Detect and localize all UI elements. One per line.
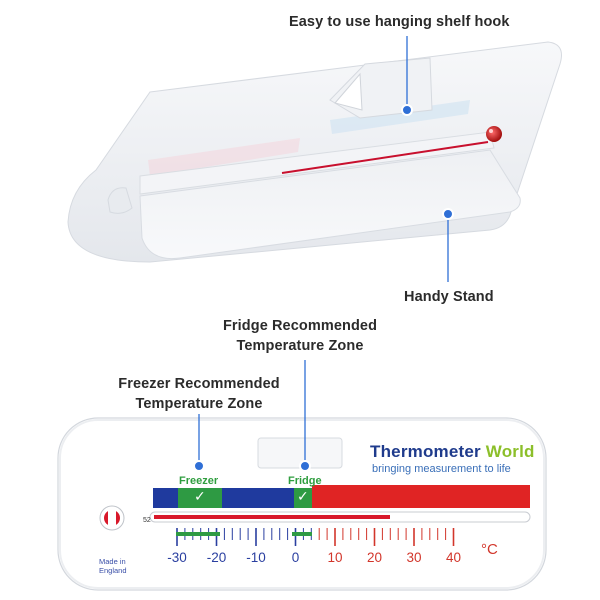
freezer-callout-line2: Temperature Zone xyxy=(135,396,263,412)
scale-label: 30 xyxy=(406,550,422,565)
freezer-check-icon: ✓ xyxy=(194,488,206,504)
brand-name-part1: Thermometer xyxy=(370,442,481,461)
hook-callout-text: Easy to use hanging shelf hook xyxy=(289,14,510,30)
freezer-callout-line1: Freezer Recommended xyxy=(118,376,280,392)
brand-tagline: bringing measurement to life xyxy=(372,463,511,475)
scale-label: 20 xyxy=(366,550,383,565)
fridge-zone-label: Fridge xyxy=(288,475,322,487)
made-in-label: Made in England xyxy=(99,557,127,575)
tube-marker: 52 xyxy=(143,517,151,524)
stand-callout-text: Handy Stand xyxy=(404,289,494,305)
scale-label: 40 xyxy=(445,550,462,565)
made-in-line2: England xyxy=(99,566,127,575)
scale-label: -10 xyxy=(246,550,266,565)
scale-label: -30 xyxy=(167,550,187,565)
flat-thermometer xyxy=(57,417,547,591)
fridge-check-icon: ✓ xyxy=(297,488,309,504)
brand-logo: Thermometer World xyxy=(370,442,535,462)
scale-label: -20 xyxy=(206,550,227,565)
fridge-callout-line1: Fridge Recommended xyxy=(222,318,378,334)
stand-callout: Handy Stand xyxy=(404,287,494,307)
made-in-line1: Made in xyxy=(99,557,126,566)
brand-name-part2: World xyxy=(485,442,535,461)
angled-thermometer xyxy=(67,41,562,263)
fridge-callout: Fridge Recommended Temperature Zone xyxy=(214,316,386,356)
freezer-zone-label: Freezer xyxy=(179,475,219,487)
fridge-callout-line2: Temperature Zone xyxy=(236,338,364,354)
freezer-callout: Freezer Recommended Temperature Zone xyxy=(110,374,288,414)
scale-label: 10 xyxy=(327,550,343,565)
celsius-unit: °C xyxy=(481,541,498,558)
scale-label: 0 xyxy=(291,550,300,565)
hook-callout: Easy to use hanging shelf hook xyxy=(289,12,510,32)
